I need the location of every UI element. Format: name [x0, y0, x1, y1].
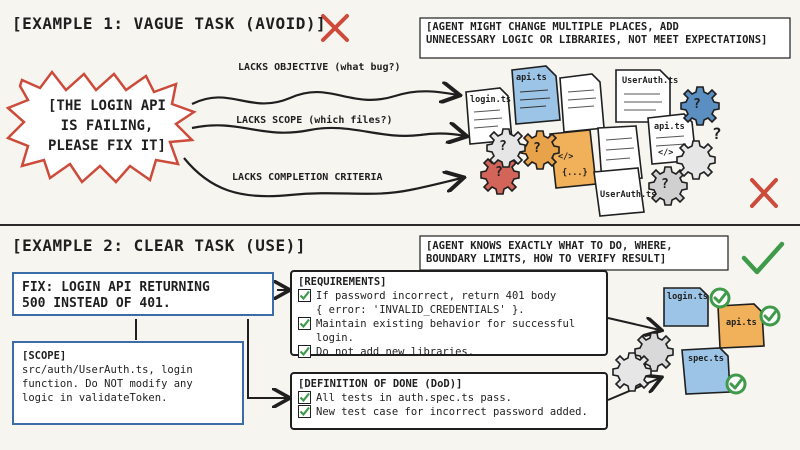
cross-icon-bottom: [750, 178, 778, 208]
gear-icon-small-2: [612, 352, 652, 392]
file-userauth-bottom: [593, 167, 645, 217]
requirement-line: { error: 'INVALID_CREDENTIALS' }.: [316, 304, 525, 316]
arrow-label-scope: LACKS SCOPE (which files?): [236, 115, 393, 126]
file-api-blue: [511, 65, 561, 125]
file-spec-clean: [681, 347, 731, 395]
file-label: api.ts: [726, 318, 757, 328]
dod-item: All tests in auth.spec.ts pass.: [298, 391, 600, 405]
file-generic-1: [559, 73, 605, 133]
arrow-label-completion: LACKS COMPLETION CRITERIA: [232, 172, 383, 183]
requirement-line: Do not add new libraries.: [316, 346, 475, 358]
scope-line: logic in validateToken.: [22, 392, 168, 404]
scope-line: function. Do NOT modify any: [22, 378, 193, 390]
question-mark: ?: [495, 165, 503, 180]
check-icon: [298, 317, 311, 330]
code-snippet: {...}: [562, 168, 588, 178]
file-label: UserAuth.ts: [600, 190, 657, 200]
dod-line: New test case for incorrect password add…: [316, 406, 588, 418]
burst-text: [THE LOGIN API IS FAILING, PLEASE FIX IT…: [32, 96, 182, 156]
burst-shape: [5, 69, 197, 184]
cross-icon-title: [321, 14, 349, 42]
file-label: UserAuth.ts: [622, 76, 679, 86]
arrow-lacks-scope: [191, 125, 465, 136]
note-line: BOUNDARY LIMITS, HOW TO VERIFY RESULT]: [426, 253, 667, 265]
requirement-item: If password incorrect, return 401 body { …: [298, 289, 600, 317]
scope-box: [SCOPE] src/auth/UserAuth.ts, login func…: [12, 341, 244, 425]
check-icon: [298, 289, 311, 302]
arrow-lacks-completion: [183, 157, 462, 198]
example2-title: [EXAMPLE 2: CLEAR TASK (USE)]: [12, 236, 306, 255]
note-box-1: [419, 17, 791, 59]
file-label: login.ts: [470, 95, 511, 105]
requirement-item: Do not add new libraries.: [298, 345, 600, 359]
requirements-box: [REQUIREMENTS] If password incorrect, re…: [290, 270, 608, 359]
fix-line: FIX: LOGIN API RETURNING: [22, 280, 210, 295]
file-label: api.ts: [654, 122, 685, 132]
requirement-line: Maintain existing behavior for successfu…: [316, 318, 576, 344]
requirement-item: Maintain existing behavior for successfu…: [298, 317, 600, 345]
file-login-clean: [663, 287, 709, 327]
gear-icon-grey-3: [676, 140, 716, 180]
dod-item: New test case for incorrect password add…: [298, 405, 600, 419]
requirements-title: [REQUIREMENTS]: [298, 276, 387, 288]
arrow-req-to-files: [607, 318, 660, 330]
burst-line: IS FAILING,: [60, 118, 154, 134]
note-line: [AGENT KNOWS EXACTLY WHAT TO DO, WHERE,: [426, 240, 673, 252]
fix-line: 500 INSTEAD OF 401.: [22, 296, 171, 311]
file-label: spec.ts: [688, 354, 724, 364]
requirement-line: If password incorrect, return 401 body: [316, 290, 557, 302]
file-login: [465, 87, 513, 145]
question-mark: ?: [661, 177, 669, 192]
question-mark: ?: [499, 139, 507, 154]
question-mark: ?: [693, 97, 701, 112]
arrow-fix-to-dod: [247, 319, 288, 398]
dod-title: [DEFINITION OF DONE (DoD)]: [298, 378, 463, 390]
dod-line: All tests in auth.spec.ts pass.: [316, 392, 512, 404]
file-userauth-top: [615, 69, 671, 123]
arrow-label-objective: LACKS OBJECTIVE (what bug?): [238, 62, 401, 73]
note-line: UNNECESSARY LOGIC OR LIBRARIES, NOT MEET…: [426, 34, 768, 46]
file-label: login.ts: [667, 292, 708, 302]
code-snippet: </>: [658, 148, 674, 158]
example1-title: [EXAMPLE 1: VAGUE TASK (AVOID)]: [12, 14, 327, 33]
example2-note: [AGENT KNOWS EXACTLY WHAT TO DO, WHERE, …: [426, 240, 726, 266]
code-snippet: </>: [558, 152, 574, 162]
note-line: [AGENT MIGHT CHANGE MULTIPLE PLACES, ADD: [426, 21, 679, 33]
example1-note: [AGENT MIGHT CHANGE MULTIPLE PLACES, ADD…: [426, 21, 788, 47]
arrow-lacks-objective: [191, 91, 458, 105]
check-icon-title: [741, 241, 785, 275]
file-label: api.ts: [516, 73, 547, 83]
question-mark: ?: [712, 124, 722, 143]
check-icon: [298, 345, 311, 358]
question-mark: ?: [533, 141, 541, 156]
scope-line: src/auth/UserAuth.ts, login: [22, 364, 193, 376]
burst-line: PLEASE FIX IT]: [47, 138, 166, 154]
check-icon: [298, 391, 311, 404]
scope-title: [SCOPE]: [22, 350, 67, 362]
burst-line: [THE LOGIN API: [47, 98, 166, 114]
fix-box: FIX: LOGIN API RETURNING 500 INSTEAD OF …: [12, 272, 274, 316]
dod-box: [DEFINITION OF DONE (DoD)] All tests in …: [290, 372, 608, 430]
file-api-clean: [717, 303, 765, 349]
check-icon: [298, 405, 311, 418]
check-icon-files: [709, 287, 781, 395]
section-divider: [0, 224, 800, 226]
